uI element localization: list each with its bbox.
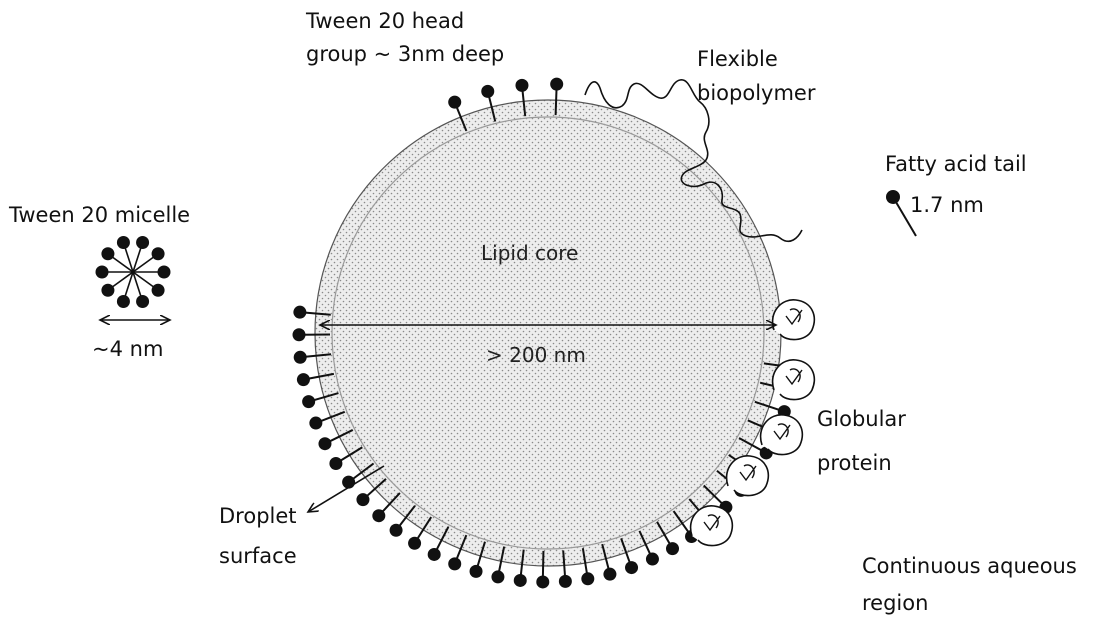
globular-protein-label: protein bbox=[817, 447, 892, 480]
micelle-label: Tween 20 micelle bbox=[9, 199, 190, 232]
head-group-label: Tween 20 head bbox=[306, 5, 464, 38]
droplet-surface-label: surface bbox=[219, 540, 297, 573]
aqueous-region-label: region bbox=[862, 587, 928, 619]
fatty-acid-label: Fatty acid tail bbox=[885, 148, 1027, 181]
biopolymer-label: Flexible bbox=[697, 43, 778, 76]
biopolymer-label: biopolymer bbox=[697, 77, 815, 110]
droplet-surface-label: Droplet bbox=[219, 500, 297, 533]
surfactant-shell bbox=[315, 100, 781, 566]
globular-protein bbox=[773, 360, 815, 400]
globular-protein-label: Globular bbox=[817, 403, 906, 436]
tween20-micelle bbox=[96, 236, 171, 308]
fatty-acid-length-label: 1.7 nm bbox=[910, 189, 984, 222]
aqueous-region-label: Continuous aqueous bbox=[862, 550, 1077, 583]
diameter-label: > 200 nm bbox=[486, 339, 586, 372]
lipid-core-label: Lipid core bbox=[481, 237, 578, 270]
droplet-surface-pointer bbox=[308, 466, 384, 512]
micelle-size-label: ~4 nm bbox=[92, 333, 163, 366]
head-group-label: group ~ 3nm deep bbox=[306, 38, 504, 71]
globular-protein bbox=[727, 456, 769, 496]
